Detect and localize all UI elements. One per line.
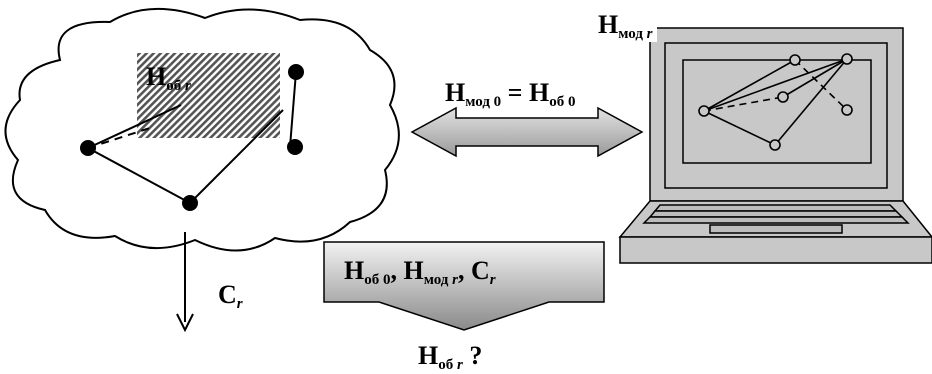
label-h-model-r: Hмод r (594, 12, 657, 42)
inference-down-arrow (323, 241, 605, 331)
object-graph-edges (87, 71, 297, 204)
laptop-keyboard-row (648, 210, 904, 218)
model-graph-nodes (698, 53, 853, 151)
label-inputs: Hоб 0, Hмод r, Cr (344, 256, 496, 288)
graph-node (80, 140, 96, 156)
graph-node (182, 195, 198, 211)
graph-node (841, 53, 853, 65)
label-question: Hоб r ? (418, 341, 483, 373)
laptop-keyboard-row (653, 204, 898, 212)
graph-node (777, 91, 789, 103)
model-graph-edges (703, 58, 848, 146)
laptop-keyboard-row (642, 216, 910, 224)
object-graph-nodes (80, 64, 304, 211)
c-r-arrowhead (176, 313, 194, 333)
graph-node (789, 54, 801, 66)
label-h-object-r: Hоб r (146, 62, 191, 94)
graph-node (698, 105, 710, 117)
graph-node (841, 104, 853, 116)
graph-node (287, 139, 303, 155)
laptop (618, 27, 932, 264)
graph-node (288, 64, 304, 80)
laptop-touchpad (709, 224, 843, 234)
laptop-front-edge (619, 236, 932, 264)
label-c-r: Cr (218, 280, 243, 312)
hatched-region (137, 53, 280, 138)
graph-node (769, 139, 781, 151)
label-equality: Hмод 0 = Hоб 0 (445, 78, 576, 110)
equivalence-double-arrow (410, 106, 644, 158)
symbol-h: H (146, 62, 167, 91)
